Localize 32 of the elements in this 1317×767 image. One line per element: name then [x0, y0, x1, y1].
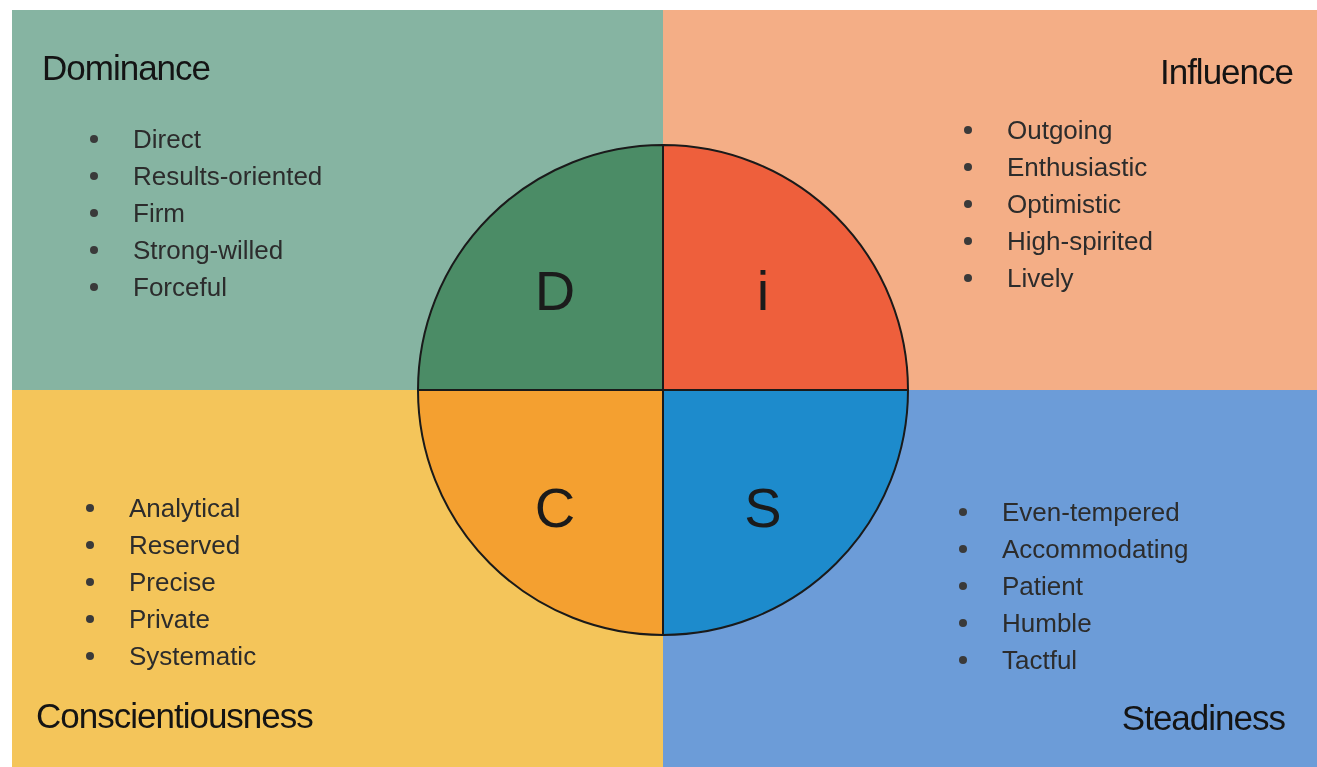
bullet-item: Private	[84, 605, 257, 633]
bullet-item: Firm	[88, 199, 323, 227]
bullet-item: Results-oriented	[88, 162, 323, 190]
quadrant-heading: Dominance	[42, 48, 211, 88]
quadrant-letter: D	[534, 257, 576, 323]
bullet-item: Precise	[84, 568, 257, 596]
bullet-item: Reserved	[84, 531, 257, 559]
bullet-item: Even-tempered	[957, 498, 1189, 526]
bullet-item: Forceful	[88, 273, 323, 301]
quadrant-heading: Conscientiousness	[36, 696, 313, 736]
bullet-item: Humble	[957, 609, 1189, 637]
bullet-item: Outgoing	[962, 116, 1153, 144]
bullet-item: Strong-willed	[88, 236, 323, 264]
bullet-item: Enthusiastic	[962, 153, 1153, 181]
quadrant-letter: i	[756, 257, 770, 323]
bullet-item: Analytical	[84, 494, 257, 522]
bullet-item: Accommodating	[957, 535, 1189, 563]
quadrant-panel	[663, 10, 1317, 390]
quadrant-letter: S	[744, 474, 782, 540]
bullet-item: Lively	[962, 264, 1153, 292]
bullet-item: Tactful	[957, 646, 1189, 674]
bullet-item: High-spirited	[962, 227, 1153, 255]
quadrant-heading: Steadiness	[1121, 698, 1285, 738]
bullet-item: Direct	[88, 125, 323, 153]
quadrant-heading: Influence	[1159, 52, 1293, 92]
bullet-item: Patient	[957, 572, 1189, 600]
bullet-item: Optimistic	[962, 190, 1153, 218]
quadrant-panel	[12, 390, 663, 767]
quadrant-letter: C	[534, 474, 576, 540]
quadrant-panel	[12, 10, 663, 390]
quadrant-panel	[663, 390, 1317, 767]
bullet-item: Systematic	[84, 642, 257, 670]
